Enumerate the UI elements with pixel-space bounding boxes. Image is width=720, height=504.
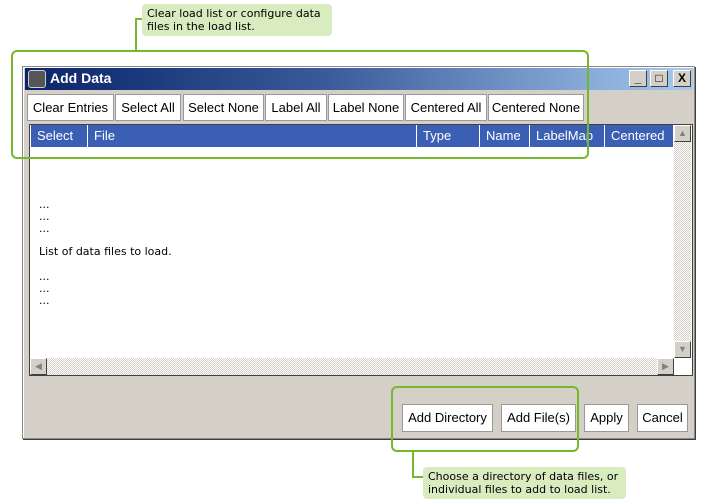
callout-top: Clear load list or configure data files … [142,4,332,36]
ellipsis: ... [39,210,50,223]
scroll-left-icon[interactable]: ◀ [30,358,47,375]
ellipsis: ... [39,270,50,283]
callout-bottom: Choose a directory of data files, or ind… [423,467,626,499]
maximize-button[interactable]: □ [650,70,668,87]
callout-highlight-top [11,50,589,159]
column-file[interactable]: File [88,125,417,147]
callout-connector [135,18,137,51]
window-title: Add Data [50,70,112,86]
vertical-scrollbar[interactable] [674,125,691,358]
label-none-button[interactable]: Label None [328,94,404,121]
add-directory-button[interactable]: Add Directory [402,404,493,432]
column-labelmap[interactable]: LabelMap [530,125,605,147]
column-name[interactable]: Name [480,125,530,147]
select-none-button[interactable]: Select None [183,94,264,121]
column-type[interactable]: Type [417,125,480,147]
close-button[interactable]: X [673,70,691,87]
callout-highlight-bottom [391,386,579,452]
label-all-button[interactable]: Label All [265,94,327,121]
title-bar[interactable] [25,68,693,90]
app-icon [28,70,46,88]
scroll-down-icon[interactable]: ▼ [674,341,691,358]
callout-connector [412,476,423,478]
ellipsis: ... [39,222,50,235]
scroll-right-icon[interactable]: ▶ [657,358,674,375]
cancel-button[interactable]: Cancel [637,404,688,432]
ellipsis: ... [39,282,50,295]
column-centered[interactable]: Centered [605,125,674,147]
horizontal-scrollbar[interactable] [30,358,674,375]
apply-button[interactable]: Apply [584,404,629,432]
centered-all-button[interactable]: Centered All [405,94,487,121]
scroll-up-icon[interactable]: ▲ [674,125,691,142]
minimize-button[interactable]: _ [629,70,647,87]
clear-entries-button[interactable]: Clear Entries [27,94,114,121]
centered-none-button[interactable]: Centered None [488,94,584,121]
ellipsis: ... [39,198,50,211]
list-caption: List of data files to load. [39,245,172,258]
file-list[interactable] [29,124,693,376]
callout-connector [412,451,414,478]
callout-connector [135,18,143,20]
add-files-button[interactable]: Add File(s) [501,404,576,432]
ellipsis: ... [39,294,50,307]
column-select[interactable]: Select [31,125,88,147]
select-all-button[interactable]: Select All [115,94,181,121]
